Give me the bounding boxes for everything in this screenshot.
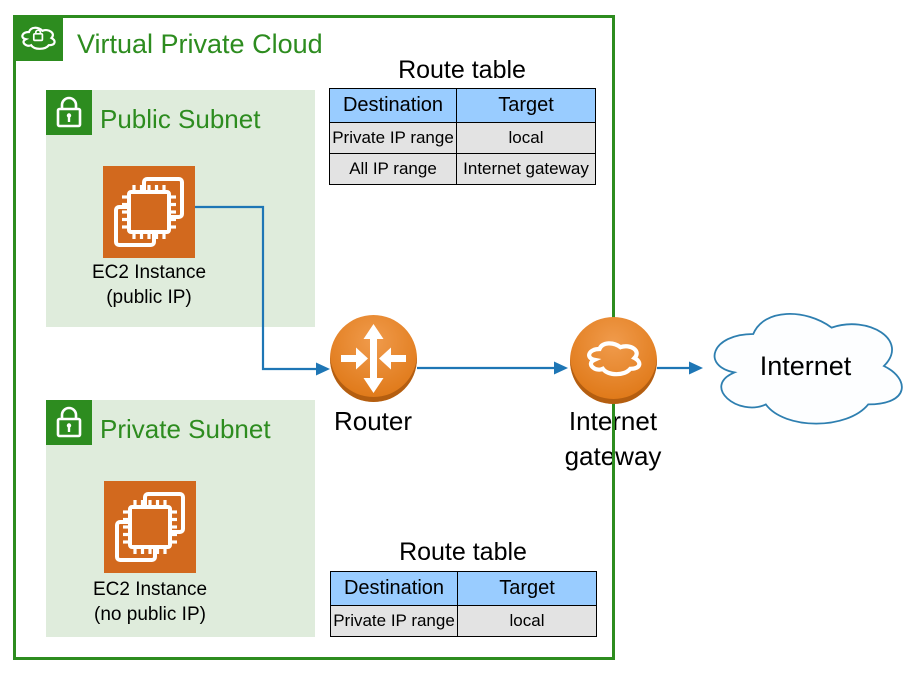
ec2-private-label-line1: EC2 Instance bbox=[92, 579, 208, 600]
cell-destination: Private IP range bbox=[329, 122, 457, 154]
private-subnet-title: Private Subnet bbox=[100, 414, 271, 444]
cell-target: local bbox=[456, 122, 596, 154]
internet-cloud-shape bbox=[713, 313, 903, 425]
vpc-title: Virtual Private Cloud bbox=[77, 29, 323, 59]
vpc-cloud-lock-icon bbox=[13, 15, 63, 61]
cell-target: Internet gateway bbox=[456, 153, 596, 185]
route-table-private: Destination Target Private IP range loca… bbox=[330, 571, 597, 637]
header-destination: Destination bbox=[330, 571, 458, 606]
internet-gateway-label-line1: Internet bbox=[568, 406, 658, 436]
table-row: Private IP range local bbox=[330, 605, 597, 637]
internet-cloud: Internet bbox=[701, 302, 910, 430]
chip-icon bbox=[114, 177, 184, 247]
header-target: Target bbox=[456, 88, 596, 123]
ec2-public-label-line1: EC2 Instance bbox=[91, 262, 207, 283]
route-table-public-title: Route table bbox=[398, 56, 526, 84]
header-destination: Destination bbox=[329, 88, 457, 123]
table-header-row: Destination Target bbox=[329, 88, 596, 123]
arrowhead bbox=[554, 361, 568, 375]
cell-destination: All IP range bbox=[329, 153, 457, 185]
ec2-private-label-line2: (no public IP) bbox=[94, 604, 206, 625]
cloud-lock-icon bbox=[21, 26, 56, 50]
padlock-icon bbox=[56, 406, 82, 438]
public-subnet-lock-icon bbox=[46, 90, 92, 135]
cloud-icon bbox=[587, 341, 642, 377]
padlock-icon bbox=[56, 96, 82, 128]
internet-label: Internet bbox=[759, 350, 852, 381]
router-arrows-icon bbox=[341, 324, 406, 393]
route-table-public: Destination Target Private IP range loca… bbox=[329, 88, 596, 185]
router-icon bbox=[330, 315, 417, 402]
public-subnet-title: Public Subnet bbox=[100, 104, 261, 134]
route-table-private-title: Route table bbox=[399, 538, 527, 566]
router-label: Router bbox=[333, 406, 413, 436]
private-subnet-lock-icon bbox=[46, 400, 92, 445]
chip-icon bbox=[115, 492, 185, 562]
ec2-instance-private-icon bbox=[104, 481, 196, 573]
ec2-public-label: EC2 Instance (public IP) bbox=[83, 260, 215, 310]
table-row: All IP range Internet gateway bbox=[329, 153, 596, 185]
ec2-instance-public-icon bbox=[103, 166, 195, 258]
cell-target: local bbox=[457, 605, 597, 637]
ec2-public-label-line2: (public IP) bbox=[106, 287, 192, 308]
internet-gateway-label-line2: gateway bbox=[564, 441, 662, 471]
ec2-private-label: EC2 Instance (no public IP) bbox=[74, 577, 226, 627]
table-row: Private IP range local bbox=[329, 122, 596, 154]
cell-destination: Private IP range bbox=[330, 605, 458, 637]
internet-gateway-icon bbox=[570, 317, 657, 404]
header-target: Target bbox=[457, 571, 597, 606]
table-header-row: Destination Target bbox=[330, 571, 597, 606]
internet-gateway-label: Internet gateway bbox=[543, 404, 683, 474]
arrowhead bbox=[316, 362, 330, 376]
